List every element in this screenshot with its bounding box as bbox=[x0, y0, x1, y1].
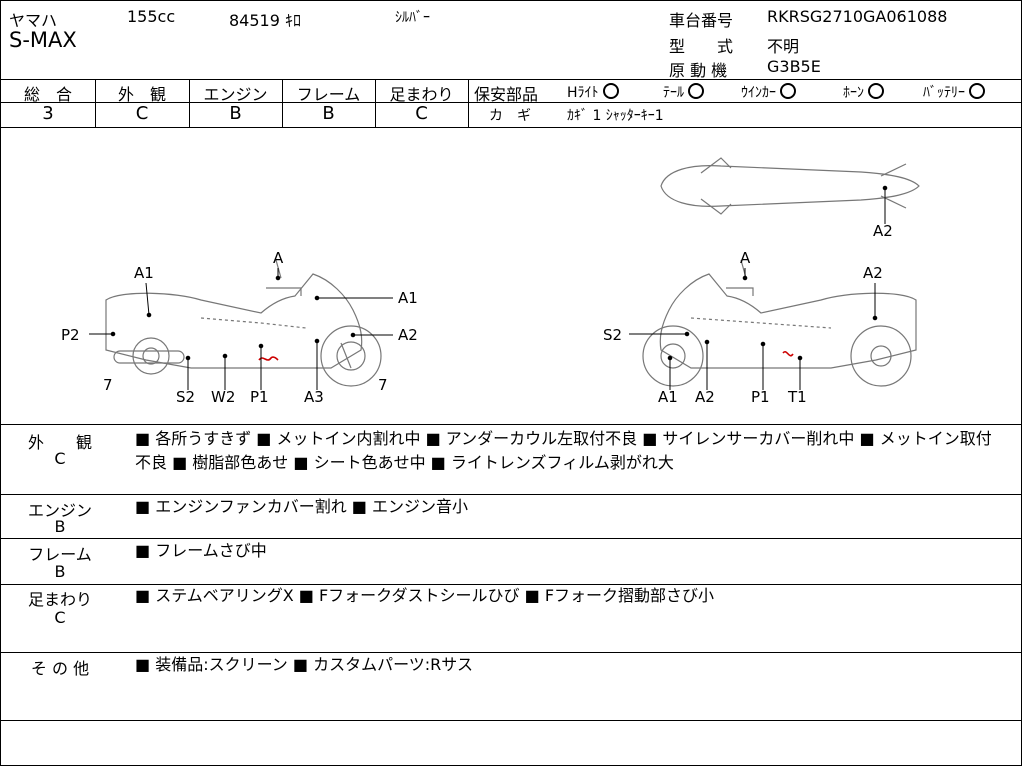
exterior-section-name: 外 観 bbox=[27, 433, 92, 452]
damage-mark bbox=[782, 351, 794, 357]
total-grade: 3 bbox=[42, 103, 54, 124]
diagram-label: A bbox=[740, 249, 751, 267]
engine-grade: B bbox=[229, 103, 242, 124]
divider bbox=[1, 102, 468, 103]
divider bbox=[1, 652, 1021, 653]
body-color: ｼﾙﾊﾞｰ bbox=[395, 10, 430, 26]
diagram-label: P1 bbox=[751, 388, 770, 406]
horn-label: ﾎｰﾝ bbox=[843, 85, 864, 101]
diagram-label: A2 bbox=[863, 264, 883, 282]
frame-number-label: 車台番号 bbox=[669, 11, 734, 30]
diagram-label: 7 bbox=[103, 376, 113, 394]
key-label: カ ギ bbox=[489, 108, 531, 124]
frame-grade: B bbox=[322, 103, 335, 124]
suspension-section-name: 足まわり bbox=[27, 590, 92, 609]
diagram-label: W2 bbox=[211, 388, 235, 406]
taillight-item: ﾃｰﾙ bbox=[663, 82, 704, 102]
other-remarks: ■ 装備品:スクリーン ■ カスタムパーツ:Rサス bbox=[135, 655, 473, 674]
divider bbox=[1, 127, 1021, 128]
exterior-grade: C bbox=[135, 103, 149, 124]
divider bbox=[468, 79, 469, 127]
engine-remarks: ■ エンジンファンカバー割れ ■ エンジン音小 bbox=[135, 497, 469, 516]
engine-model-label: 原 動 機 bbox=[669, 61, 728, 80]
taillight-label: ﾃｰﾙ bbox=[663, 85, 684, 101]
winker-label: ｳｲﾝｶｰ bbox=[741, 85, 776, 101]
damage-diagram: A A1 A1 P2 A2 7 S2 W2 P1 A3 7 A2 A A2 S2… bbox=[61, 157, 920, 406]
key-value: ｶｷﾞ 1 ｼｬｯﾀｰｷｰ1 bbox=[567, 108, 664, 124]
engine-model: G3B5E bbox=[767, 57, 821, 76]
diagram-label: A1 bbox=[134, 264, 154, 282]
diagram-label: A bbox=[273, 249, 284, 267]
winker-item: ｳｲﾝｶｰ bbox=[741, 82, 796, 102]
diagram-label: A1 bbox=[658, 388, 678, 406]
frame-section-grade: B bbox=[54, 562, 66, 581]
diagram-label: T1 bbox=[787, 388, 807, 406]
ok-circle-icon bbox=[602, 83, 619, 99]
type-value: 不明 bbox=[767, 37, 800, 56]
engine-section-name: エンジン bbox=[27, 501, 92, 520]
divider bbox=[1, 494, 1021, 495]
engine-grade-label: エンジン bbox=[203, 85, 268, 104]
frame-remarks: ■ フレームさび中 bbox=[135, 541, 267, 560]
ok-circle-icon bbox=[969, 83, 985, 99]
divider bbox=[375, 79, 376, 127]
exterior-remarks: ■ 各所うすきず ■ メットイン内割れ中 ■ アンダーカウル左取付不良 ■ サイ… bbox=[135, 429, 992, 472]
diagram-label: A2 bbox=[873, 222, 893, 240]
damage-mark bbox=[258, 356, 279, 361]
left-bike-outline bbox=[105, 259, 382, 387]
diagram-label: A1 bbox=[398, 289, 418, 307]
divider bbox=[95, 79, 96, 127]
frame-number: RKRSG2710GA061088 bbox=[767, 7, 948, 26]
diagram-label: 7 bbox=[378, 376, 388, 394]
battery-item: ﾊﾞｯﾃﾘｰ bbox=[923, 82, 985, 102]
suspension-grade: C bbox=[415, 103, 428, 124]
safety-parts-label: 保安部品 bbox=[474, 85, 539, 104]
model-name: S-MAX bbox=[9, 28, 77, 52]
exterior-section-grade: C bbox=[54, 449, 66, 468]
maker: ヤマハ bbox=[9, 11, 58, 30]
diagram-label: A2 bbox=[398, 326, 418, 344]
frame-section-name: フレーム bbox=[28, 545, 92, 564]
suspension-section-grade: C bbox=[54, 608, 66, 627]
frame-grade-label: フレーム bbox=[296, 85, 361, 104]
headlight-item: Hﾗｲﾄ bbox=[567, 82, 619, 102]
diagram-text: A A1 A1 P2 A2 7 S2 W2 P1 A3 7 A2 A A2 S2… bbox=[61, 222, 893, 406]
diagram-label: A2 bbox=[695, 388, 715, 406]
displacement: 155cc bbox=[127, 7, 176, 26]
type-label: 型 式 bbox=[669, 37, 734, 56]
ok-circle-icon bbox=[780, 83, 796, 99]
divider bbox=[189, 79, 190, 127]
total-grade-label: 総 合 bbox=[23, 85, 72, 104]
divider bbox=[1, 424, 1021, 425]
diagram-label: S2 bbox=[176, 388, 195, 406]
right-bike-outline bbox=[642, 259, 917, 387]
diagram-label: P2 bbox=[61, 326, 80, 344]
suspension-grade-label: 足まわり bbox=[389, 85, 454, 104]
other-section-name: そ の 他 bbox=[30, 659, 90, 678]
divider bbox=[1, 584, 1021, 585]
divider bbox=[1, 79, 1021, 80]
diagram-label: S2 bbox=[603, 326, 622, 344]
leader-lines bbox=[89, 185, 888, 390]
divider bbox=[1, 720, 1021, 721]
diagram-label: P1 bbox=[250, 388, 269, 406]
suspension-remarks: ■ ステムベアリングX ■ Fフォークダストシールひび ■ Fフォーク摺動部さび… bbox=[135, 586, 715, 605]
mileage: 84519 ｷﾛ bbox=[229, 11, 301, 30]
ok-circle-icon bbox=[688, 83, 704, 99]
ok-circle-icon bbox=[868, 83, 884, 99]
top-bike-outline bbox=[660, 157, 920, 215]
headlight-label: Hﾗｲﾄ bbox=[567, 85, 599, 101]
diagram-label: A3 bbox=[304, 388, 324, 406]
divider bbox=[468, 102, 1021, 103]
battery-label: ﾊﾞｯﾃﾘｰ bbox=[923, 85, 965, 101]
divider bbox=[282, 79, 283, 127]
engine-section-grade: B bbox=[54, 517, 66, 536]
divider bbox=[1, 538, 1021, 539]
exterior-grade-label: 外 観 bbox=[117, 85, 166, 104]
horn-item: ﾎｰﾝ bbox=[843, 82, 884, 102]
